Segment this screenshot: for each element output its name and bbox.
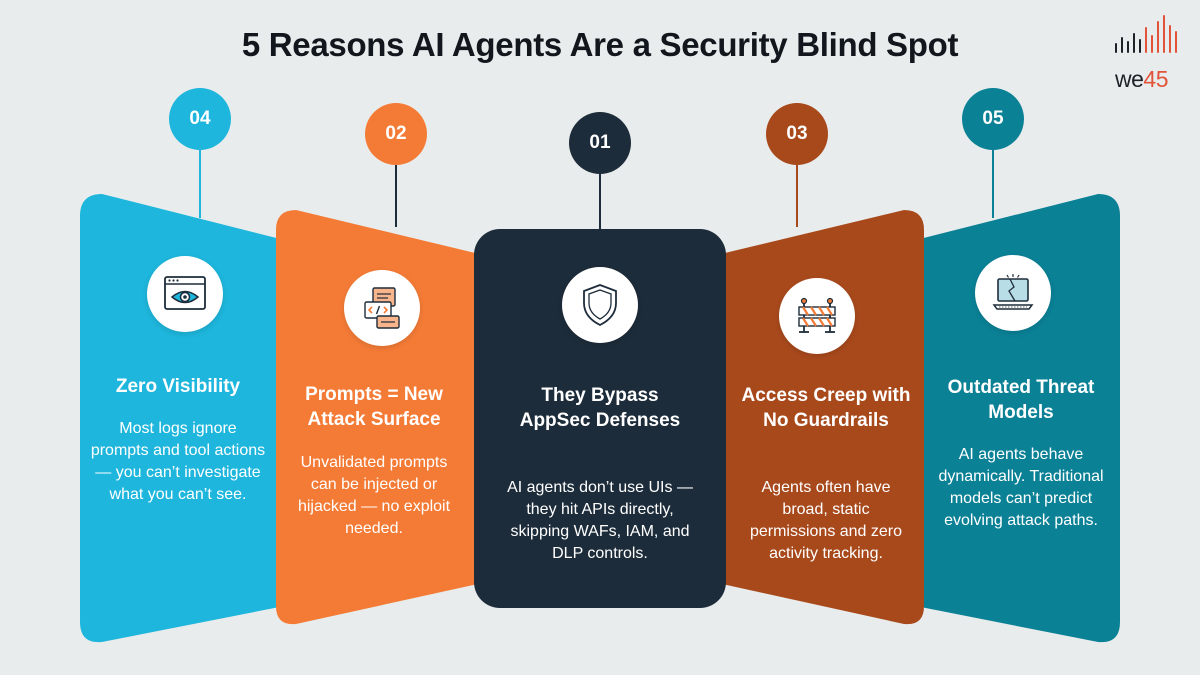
card-outdated-threat-models: [880, 194, 1120, 644]
badge-03: 03: [766, 103, 828, 165]
card-access-creep: [704, 210, 924, 626]
we45-logo: we45: [1112, 14, 1182, 92]
card-title-prompts: Prompts = New Attack Surface: [305, 384, 443, 430]
card-desc-bypass-appsec: AI agents don’t use UIs — they hit APIs …: [507, 479, 693, 562]
badge-01: 01: [569, 112, 631, 174]
card-desc-prompts: Unvalidated prompts can be injected or h…: [297, 454, 451, 537]
card-title-zero-visibility: Zero Visibility: [115, 376, 241, 397]
icon-circle-04: [147, 256, 223, 332]
logo-text-accent: 45: [1143, 66, 1168, 92]
signal-bars-icon: [1115, 15, 1177, 53]
badge-02: 02: [365, 103, 427, 165]
connector-05: [992, 150, 994, 218]
icon-circle-05: [975, 255, 1051, 331]
card-desc-outdated-threat: AI agents behave dynamically. Traditiona…: [938, 446, 1104, 529]
broken-laptop-icon: [992, 274, 1034, 310]
barrier-icon: [798, 297, 836, 333]
logo-text-main: we: [1115, 66, 1144, 92]
connector-04: [199, 150, 201, 218]
shield-icon: [583, 284, 617, 327]
page-title: 5 Reasons AI Agents Are a Security Blind…: [241, 26, 959, 63]
icon-circle-02: [344, 270, 420, 346]
connector-01: [599, 174, 601, 230]
card-prompts-attack-surface: [276, 210, 496, 626]
card-title-access-creep: Access Creep with No Guardrails: [741, 385, 911, 431]
card-title-outdated-threat: Outdated Threat Models: [947, 377, 1095, 423]
icon-circle-01: [562, 267, 638, 343]
badge-05: 05: [962, 88, 1024, 150]
card-bypass-appsec: [474, 229, 726, 608]
code-documents-icon: [364, 287, 400, 329]
badge-04: 04: [169, 88, 231, 150]
connector-03: [796, 165, 798, 227]
card-zero-visibility: [80, 194, 320, 644]
icon-circle-03: [779, 278, 855, 354]
card-desc-access-creep: Agents often have broad, static permissi…: [749, 479, 903, 562]
connector-02: [395, 165, 397, 227]
card-title-bypass-appsec: They Bypass AppSec Defenses: [519, 385, 681, 431]
eye-browser-icon: [164, 276, 206, 310]
card-desc-zero-visibility: Most logs ignore prompts and tool action…: [90, 420, 266, 503]
